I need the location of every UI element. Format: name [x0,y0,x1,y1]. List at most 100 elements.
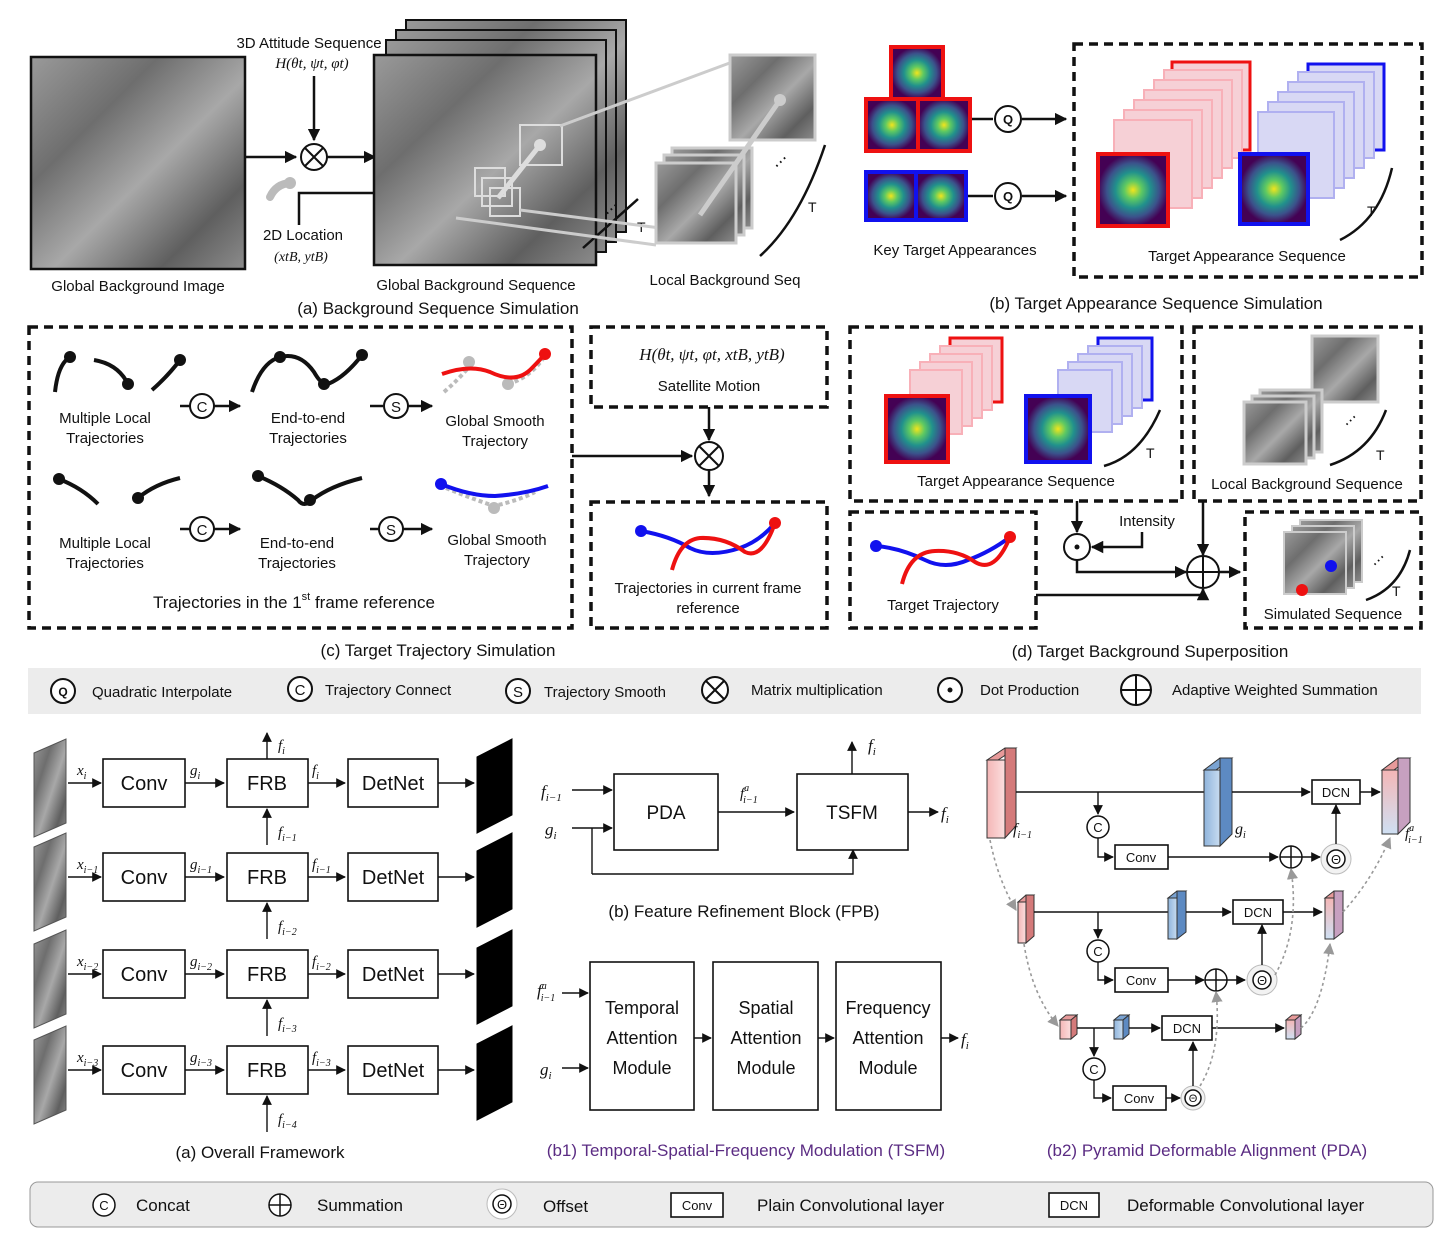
frb-out-label: fi−2 [312,954,331,973]
frequency-line-1: Frequency [845,998,930,1018]
dcn-label-l2: DCN [1244,905,1272,920]
tsfm-box [796,773,909,851]
caption-framework: (a) Overall Framework [175,1143,345,1162]
local-bg-stack-d [1242,334,1380,466]
matrix-multiplication-icon-c [694,441,724,471]
svg-text:C: C [1093,820,1102,835]
global-background-image [29,55,247,271]
matrix-multiplication-icon [300,143,328,171]
feature-g-level2 [1166,890,1188,941]
trajectory-connect-icon-2: C [189,516,215,542]
svg-text:Θ: Θ [497,1197,507,1212]
global-smooth-trajectory-blue [435,478,549,514]
pda-f-label: fi−1 [1013,821,1032,841]
trajectory-connect-icon-1: C [189,393,215,419]
caption-a: (a) Background Sequence Simulation [297,299,579,318]
input-frame [33,738,67,838]
end-to-end-trajectory-row1 [250,349,368,393]
conv-label: Conv [121,964,168,986]
conv-label: Conv [121,867,168,889]
legend-concat-label: Concat [136,1196,190,1215]
local-background-stack [654,53,817,245]
frb-in-g: gi [545,820,557,842]
legend-sum-icon [268,1193,292,1217]
output-map [476,738,513,834]
frb-out-top: fi [868,736,876,758]
legend-conv-box-label: Conv [682,1198,713,1213]
feature-g-level3 [1112,1013,1131,1041]
legend-connect-label: Trajectory Connect [325,682,452,699]
spatial-attention-box [712,961,819,1111]
legend-matmul-icon [701,676,729,704]
tsfm-out-f: fi [961,1030,969,1052]
frb-label: FRB [247,964,287,986]
end-to-end-label-1: End-to-end [271,410,345,427]
global-bg-image-label: Global Background Image [51,278,224,295]
caption-b: (b) Target Appearance Sequence Simulatio… [989,294,1322,313]
input-frame [33,929,67,1029]
temporal-line-1: Temporal [605,998,679,1018]
target-trajectory-box [848,510,1038,630]
local-trajectories-row1 [53,351,186,393]
current-frame-trajectories [635,517,781,571]
offset-icon-l1: Θ [1320,843,1352,875]
key-target-red-group [864,45,972,153]
legend-concat-icon: C [92,1193,116,1217]
offset-icon-l2: Θ [1246,964,1278,996]
target-seq-blue-stack [1238,62,1386,226]
frb-out-label: fi [312,763,319,782]
trajectory-label-2: Trajectory [464,552,531,569]
svg-text:S: S [386,522,396,539]
feature-aligned-level1 [1380,757,1412,836]
t-label-d3: T [1392,583,1401,599]
spatial-line-2: Attention [730,1028,801,1048]
dcn-box-l1 [1311,779,1361,805]
trajectories-label-4: Trajectories [258,555,336,572]
feature-f-level2 [1016,894,1036,945]
location-formula: (xtB, ytB) [274,250,328,265]
global-smooth-label-2: Global Smooth [447,532,546,549]
output-map [476,929,513,1025]
trajectory-smooth-icon-1: S [383,393,409,419]
legend-dot-label: Dot Production [980,682,1079,699]
svg-text:Q: Q [58,685,67,699]
first-frame-label: Trajectories in the 1st frame reference [153,591,435,612]
concat-icon-l1: C [1086,815,1110,839]
trajectory-label-1: Trajectory [462,433,529,450]
conv-label: Conv [121,773,168,795]
simulated-seq-stack [1283,519,1363,596]
feature-aligned-level3 [1284,1013,1303,1041]
feature-f-level3 [1058,1013,1079,1041]
svg-text:Q: Q [1003,189,1013,204]
legend-weighted-label: Adaptive Weighted Summation [1172,682,1378,699]
caption-d: (d) Target Background Superposition [1012,642,1289,661]
feature-g-level1 [1202,757,1234,848]
satellite-motion-label: Satellite Motion [658,378,761,395]
svg-text:C: C [295,682,306,699]
input-x-label: xi−1 [76,857,98,876]
frequency-line-2: Attention [852,1028,923,1048]
end-to-end-label-2: End-to-end [260,535,334,552]
detnet-label: DetNet [362,964,425,986]
conv-box-l1 [1114,844,1169,870]
legend-matmul-label: Matrix multiplication [751,682,883,699]
temporal-line-2: Attention [606,1028,677,1048]
caption-pda: (b2) Pyramid Deformable Alignment (PDA) [1047,1141,1367,1160]
conv-label: Conv [121,1060,168,1082]
dot-production-icon-d [1063,533,1091,561]
end-to-end-trajectory-row2 [252,470,363,506]
offset-icon-l3: Θ [1180,1085,1206,1111]
output-map [476,1025,513,1121]
legend-quadratic-icon: Q [50,678,76,704]
svg-text:Trajectories in the 1st frame: Trajectories in the 1st frame reference [153,591,435,612]
conv-box [102,1045,186,1095]
local-trajectories-row2 [53,473,181,506]
panel-superposition: T Target Appearance Sequence ⋯ T Local B… [848,325,1423,661]
g-label: gi−3 [190,1050,212,1069]
